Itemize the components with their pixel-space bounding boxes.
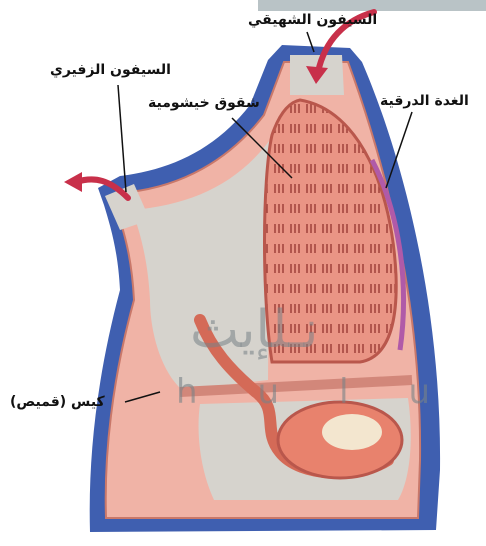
stomach-inner <box>322 414 382 450</box>
label-gill-slits: شقوق خيشومية <box>148 95 260 111</box>
watermark-sub: hulu <box>176 372 486 412</box>
watermark-brand: نـلإيث <box>190 300 318 360</box>
label-excurrent-siphon: السيفون الزفيري <box>50 62 171 78</box>
label-endostyle: الغدة الدرقية <box>380 93 469 109</box>
label-tunic: كيس (قميص) <box>10 394 105 410</box>
label-incurrent-siphon: السيفون الشهيقي <box>248 12 377 28</box>
excurrent-arrowhead <box>64 172 82 192</box>
